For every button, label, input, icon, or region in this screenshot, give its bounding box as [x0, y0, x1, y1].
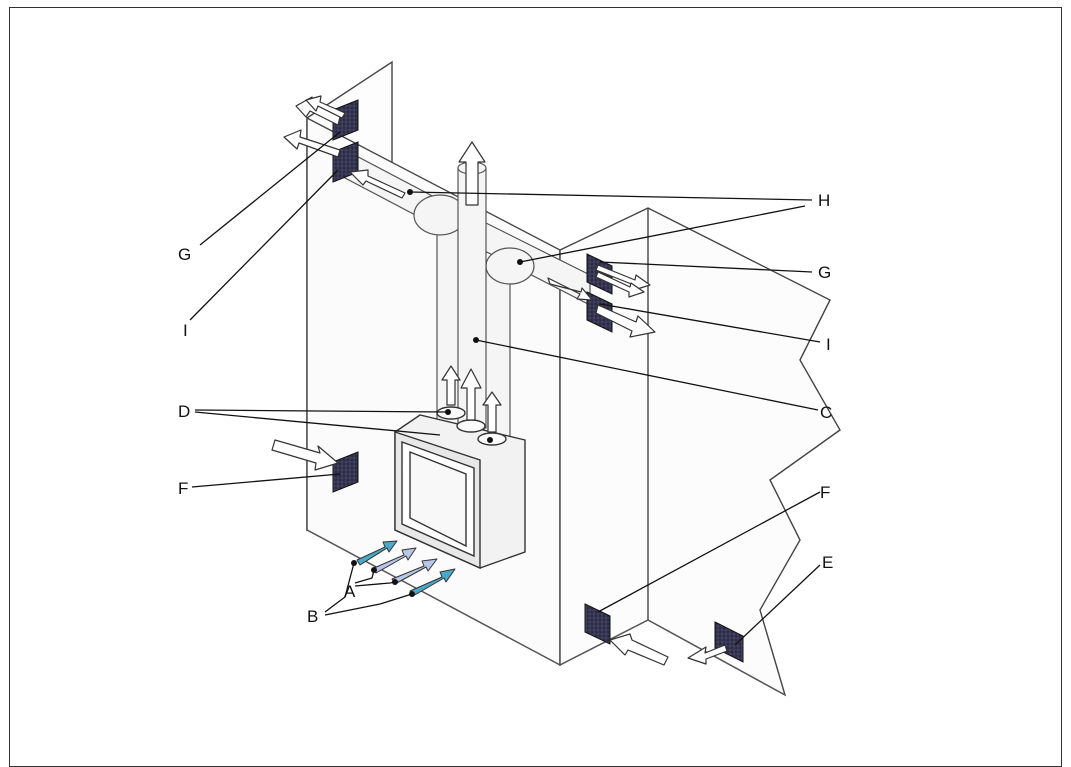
callout-labels: G I H G I C D F F E A B: [178, 191, 833, 626]
ventilation-unit: [394, 406, 526, 570]
label-i-right: I: [826, 335, 831, 354]
grille-e: [714, 621, 744, 663]
grilles: [332, 99, 744, 663]
unit-intake-arrows: [356, 540, 456, 597]
label-f-right: F: [820, 483, 830, 502]
label-g-right: G: [818, 263, 831, 282]
leader-dots: [351, 189, 523, 597]
label-c: C: [820, 403, 832, 422]
label-i-left: I: [183, 321, 188, 340]
leader-lines: [189, 131, 821, 646]
label-a: A: [344, 582, 356, 601]
grille-f-right: [584, 603, 611, 645]
label-d: D: [178, 402, 190, 421]
airflow-arrows: [271, 95, 728, 666]
floor-lines: [306, 529, 786, 696]
label-e: E: [822, 553, 833, 572]
grille-f-left: [332, 451, 359, 493]
label-h: H: [818, 191, 830, 210]
label-b: B: [307, 607, 318, 626]
label-f-left: F: [178, 479, 188, 498]
label-g-left: G: [178, 245, 191, 264]
